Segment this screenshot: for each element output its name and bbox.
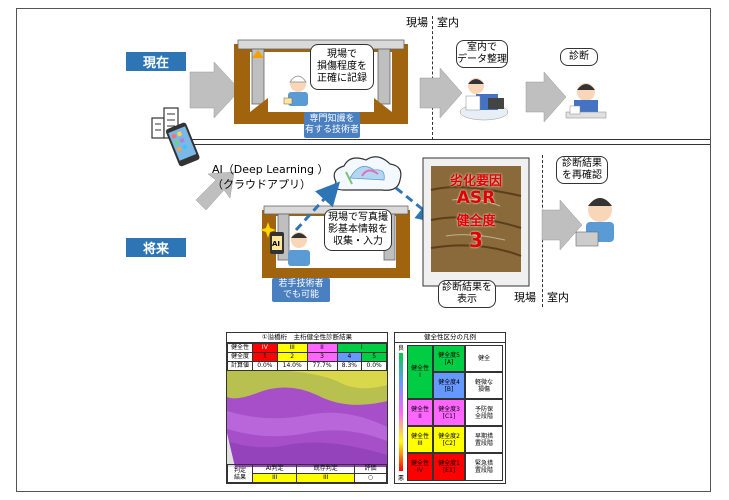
top-indoor-label: 室内 bbox=[437, 16, 459, 29]
tablet-health-label: 健全度 bbox=[456, 214, 496, 229]
bottom-indoor-label: 室内 bbox=[547, 291, 569, 304]
health-iii: III bbox=[276, 343, 308, 353]
tablet-health-value: 3 bbox=[469, 228, 483, 252]
result-header-table: 健全性 IV III II I 健全度 1 2 3 4 5 計算値 0.0% 1… bbox=[227, 343, 387, 371]
row-calc-label: 計算値 bbox=[227, 361, 253, 371]
calc-1: 0.0% bbox=[252, 361, 278, 371]
cloud-icon bbox=[333, 156, 402, 191]
legend-level-2: 健全度2 [C2] bbox=[433, 426, 465, 453]
legend-gradient-bar bbox=[399, 353, 403, 471]
footer-ai-header: AI判定 bbox=[251, 464, 298, 474]
recheck-bubble: 診断結果 を再確認 bbox=[556, 156, 608, 184]
legend-bad-mark: 悪 bbox=[398, 475, 405, 482]
young-engineer-label: 若手技術者 でも可能 bbox=[272, 278, 330, 302]
legend-good-mark: 良 bbox=[398, 345, 405, 352]
office-worker-figure bbox=[459, 78, 509, 121]
heatmap-image bbox=[227, 371, 387, 467]
present-entry-arrow bbox=[189, 61, 241, 119]
present-inspector-figure bbox=[283, 75, 308, 106]
legend-panel: 健全性区分の凡例 良 悪 健全性 I 健全度5 [A] 健全 健全度4 [B] … bbox=[394, 332, 506, 484]
tablet-asr-label: ASR bbox=[456, 188, 496, 208]
diagnosis-tablet-icon bbox=[422, 157, 530, 287]
section-separator bbox=[190, 139, 710, 145]
present-diag-arrow bbox=[525, 71, 567, 123]
present-tag: 現在 bbox=[126, 52, 186, 71]
ai-cloud-title: AI（Deep Learning ） （クラウドアプリ） bbox=[212, 163, 329, 191]
calc-5: 0.0% bbox=[361, 361, 387, 371]
young-engineer-figure bbox=[288, 232, 310, 266]
smartphone-icon bbox=[165, 122, 200, 167]
upload-dashed-arrow bbox=[294, 181, 341, 232]
ai-tablet-icon bbox=[260, 222, 284, 254]
legend-level-5: 健全度5 [A] bbox=[433, 345, 465, 372]
present-record-bubble: 現場で 損傷程度を 正確に記録 bbox=[310, 44, 374, 90]
legend-desc-4: 軽微な 損傷 bbox=[465, 372, 503, 399]
footer-eval-value: ○ bbox=[354, 473, 387, 483]
present-mid-arrow bbox=[419, 67, 463, 119]
result-footer-table: 判定 結果 AI判定 既存判定 評価 III III ○ bbox=[227, 464, 387, 483]
legend-title: 健全性区分の凡例 bbox=[395, 333, 505, 343]
tablet-cause-label: 劣化要因 bbox=[449, 174, 502, 189]
recheck-person-figure bbox=[575, 198, 614, 247]
top-field-label: 現場 bbox=[406, 16, 428, 29]
legend-health-1: 健全性 I bbox=[407, 345, 433, 399]
health-iv: IV bbox=[252, 343, 278, 353]
footer-eval-header: 評価 bbox=[354, 464, 387, 474]
legend-desc-3: 予防保 全段階 bbox=[465, 399, 503, 426]
calc-4: 8.3% bbox=[336, 361, 363, 371]
display-result-bubble: 診断結果を 表示 bbox=[438, 280, 496, 308]
legend-desc-5: 健全 bbox=[465, 345, 503, 372]
degree-2: 2 bbox=[276, 352, 308, 362]
result-title: ①溢橋桁 主桁健全性診断結果 bbox=[227, 333, 387, 343]
degree-5: 5 bbox=[361, 352, 387, 362]
office-data-bubble: 室内で データ整理 bbox=[456, 40, 508, 68]
diagram-frame bbox=[16, 8, 711, 492]
degree-3: 3 bbox=[306, 352, 338, 362]
footer-judge-label: 判定 結果 bbox=[227, 464, 253, 483]
health-ii: II bbox=[306, 343, 338, 353]
footer-existing-value: III bbox=[296, 473, 355, 483]
expert-engineer-label: 専門知識を 有する技術者 bbox=[304, 112, 360, 138]
future-right-arrow bbox=[541, 199, 583, 251]
legend-health-2: 健全性 II bbox=[407, 399, 433, 426]
legend-health-3: 健全性 III bbox=[407, 426, 433, 453]
calc-3: 77.7% bbox=[306, 361, 338, 371]
diagnosis-bubble: 診断 bbox=[560, 48, 598, 66]
future-entry-arrow bbox=[195, 171, 235, 211]
legend-desc-1: 緊急措 置段階 bbox=[465, 453, 503, 481]
degree-1: 1 bbox=[252, 352, 278, 362]
legend-level-3: 健全度3 [C1] bbox=[433, 399, 465, 426]
footer-ai-value: III bbox=[251, 473, 298, 483]
diagnosis-person-figure bbox=[565, 83, 607, 119]
result-panel: ①溢橋桁 主桁健全性診断結果 健全性 IV III II I 健全度 1 2 3… bbox=[226, 332, 388, 484]
future-tag: 将来 bbox=[126, 238, 186, 257]
legend-level-4: 健全度4 [B] bbox=[433, 372, 465, 399]
legend-level-1: 健全度1 [E1] bbox=[433, 453, 465, 481]
degree-4: 4 bbox=[336, 352, 363, 362]
legend-desc-2: 早期措 置段階 bbox=[465, 426, 503, 453]
field-photo-bubble: 現場で写真撮 影基本情報を 収集・入力 bbox=[324, 209, 392, 251]
row-health-label: 健全性 bbox=[227, 343, 253, 353]
footer-existing-header: 既存判定 bbox=[296, 464, 355, 474]
calc-2: 14.0% bbox=[276, 361, 308, 371]
bottom-field-label: 現場 bbox=[514, 291, 536, 304]
health-i: I bbox=[336, 343, 387, 353]
legend-grid: 健全性 I 健全度5 [A] 健全 健全度4 [B] 軽微な 損傷 健全性 II… bbox=[407, 345, 503, 481]
legend-health-4: 健全性 IV bbox=[407, 453, 433, 481]
ai-chip-label: AI bbox=[272, 240, 281, 248]
row-degree-label: 健全度 bbox=[227, 352, 253, 362]
